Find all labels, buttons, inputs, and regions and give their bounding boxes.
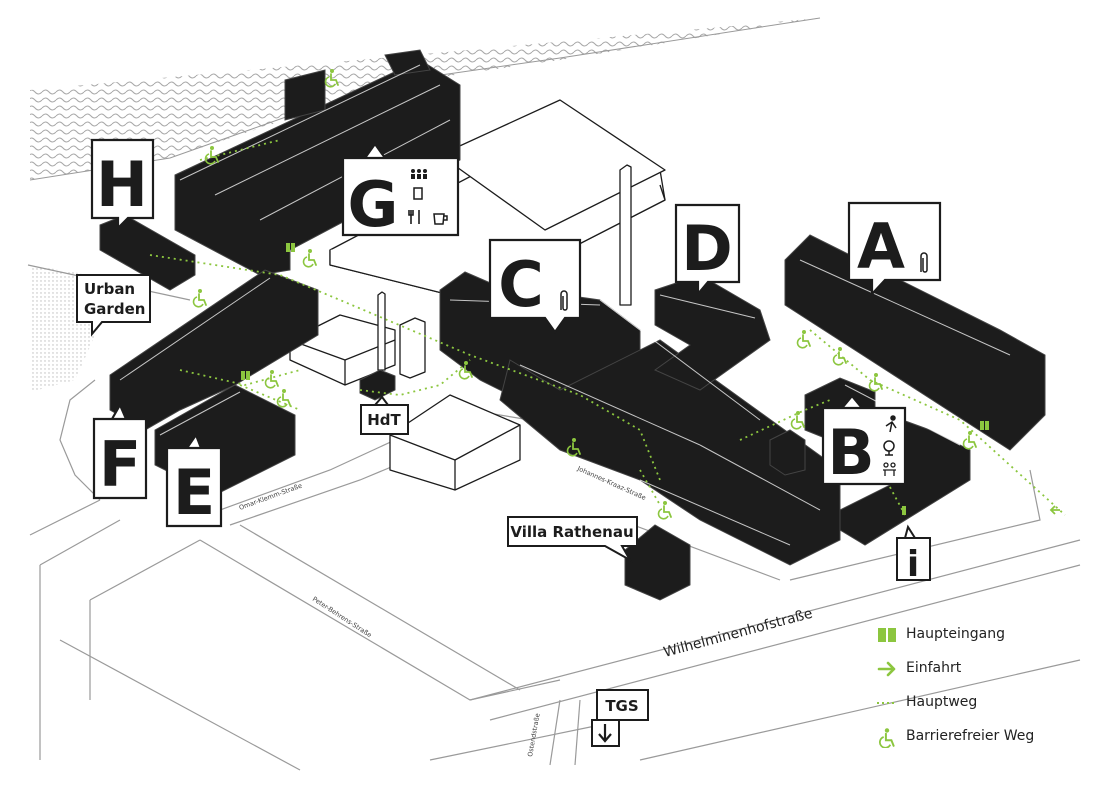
label-d-text: D: [681, 212, 732, 285]
label-a[interactable]: A: [847, 201, 942, 297]
legend-label: Haupteingang: [906, 626, 1005, 642]
paperclip-icon: [920, 252, 928, 273]
legend-item-haupteingang: Haupteingang: [876, 622, 1086, 656]
label-e-text: E: [173, 456, 215, 529]
tgs-text: TGS: [605, 697, 638, 715]
label-info[interactable]: i: [896, 524, 931, 585]
hdt-text: HdT: [367, 411, 401, 429]
label-b[interactable]: B: [821, 394, 907, 489]
villa-text: Villa Rathenau: [510, 523, 633, 541]
cutlery-icon: [408, 210, 420, 224]
street-lines: [27, 264, 1081, 771]
urban-garden-line1: Urban: [84, 280, 135, 298]
legend-item-einfahrt: Einfahrt: [876, 656, 1086, 690]
label-f[interactable]: F: [92, 402, 148, 501]
label-g[interactable]: G: [341, 142, 460, 241]
building-edges: [119, 64, 1011, 546]
legend: Haupteingang Einfahrt Hauptweg Barrieref…: [876, 622, 1086, 758]
label-a-text: A: [857, 210, 905, 283]
legend-item-hauptweg: Hauptweg: [876, 690, 1086, 724]
paperclip-icon: [560, 290, 568, 311]
coffee-icon: [433, 213, 448, 225]
label-e[interactable]: E: [165, 432, 223, 529]
villa-rathenau-mass: [624, 524, 691, 601]
main-path-icon: [877, 702, 897, 704]
legend-label: Einfahrt: [906, 660, 962, 676]
label-c-text: C: [498, 248, 544, 321]
label-c[interactable]: C: [488, 238, 582, 334]
globe-icon: [883, 440, 895, 456]
label-g-text: G: [348, 168, 399, 241]
legend-label: Hauptweg: [906, 694, 978, 710]
info-text: i: [907, 544, 919, 585]
locker-icon: [413, 187, 423, 200]
meeting-icon: [883, 462, 896, 476]
hdt-kiosk: [359, 369, 396, 401]
label-b-text: B: [827, 416, 874, 489]
label-h[interactable]: H: [90, 138, 155, 231]
arrow-down-icon: [598, 724, 612, 743]
urban-garden-line2: Garden: [84, 300, 145, 318]
building-d-mass: [653, 274, 771, 391]
sport-icon: [885, 415, 897, 433]
wheelchair-icon: [879, 728, 895, 748]
label-villa-rathenau[interactable]: Villa Rathenau: [507, 516, 638, 563]
entrance-arrow-marker: [1049, 505, 1060, 515]
label-d[interactable]: D: [674, 203, 741, 298]
street-peter-behrens: Peter-Behrens-Straße: [311, 595, 373, 639]
label-f-text: F: [99, 428, 141, 501]
legend-label: Barrierefreier Weg: [906, 728, 1035, 744]
label-hdt[interactable]: HdT: [360, 395, 409, 435]
main-entrance-markers: [241, 243, 989, 515]
label-h-text: H: [96, 148, 148, 221]
street-omar-klemm: Omar-Klemm-Straße: [238, 482, 303, 512]
entrance-arrow-icon: [877, 661, 896, 677]
label-tgs[interactable]: TGS: [591, 689, 649, 747]
legend-item-barrierefrei: Barrierefreier Weg: [876, 724, 1086, 758]
label-urban-garden[interactable]: Urban Garden: [76, 274, 151, 337]
people-group-icon: [411, 169, 427, 179]
building-a-mass: [784, 234, 1046, 451]
street-ostend: Ostendstraße: [526, 713, 542, 758]
street-wilhelminenhof: Wilhelminenhofstraße: [662, 606, 814, 661]
main-entrance-icon: [878, 628, 896, 642]
